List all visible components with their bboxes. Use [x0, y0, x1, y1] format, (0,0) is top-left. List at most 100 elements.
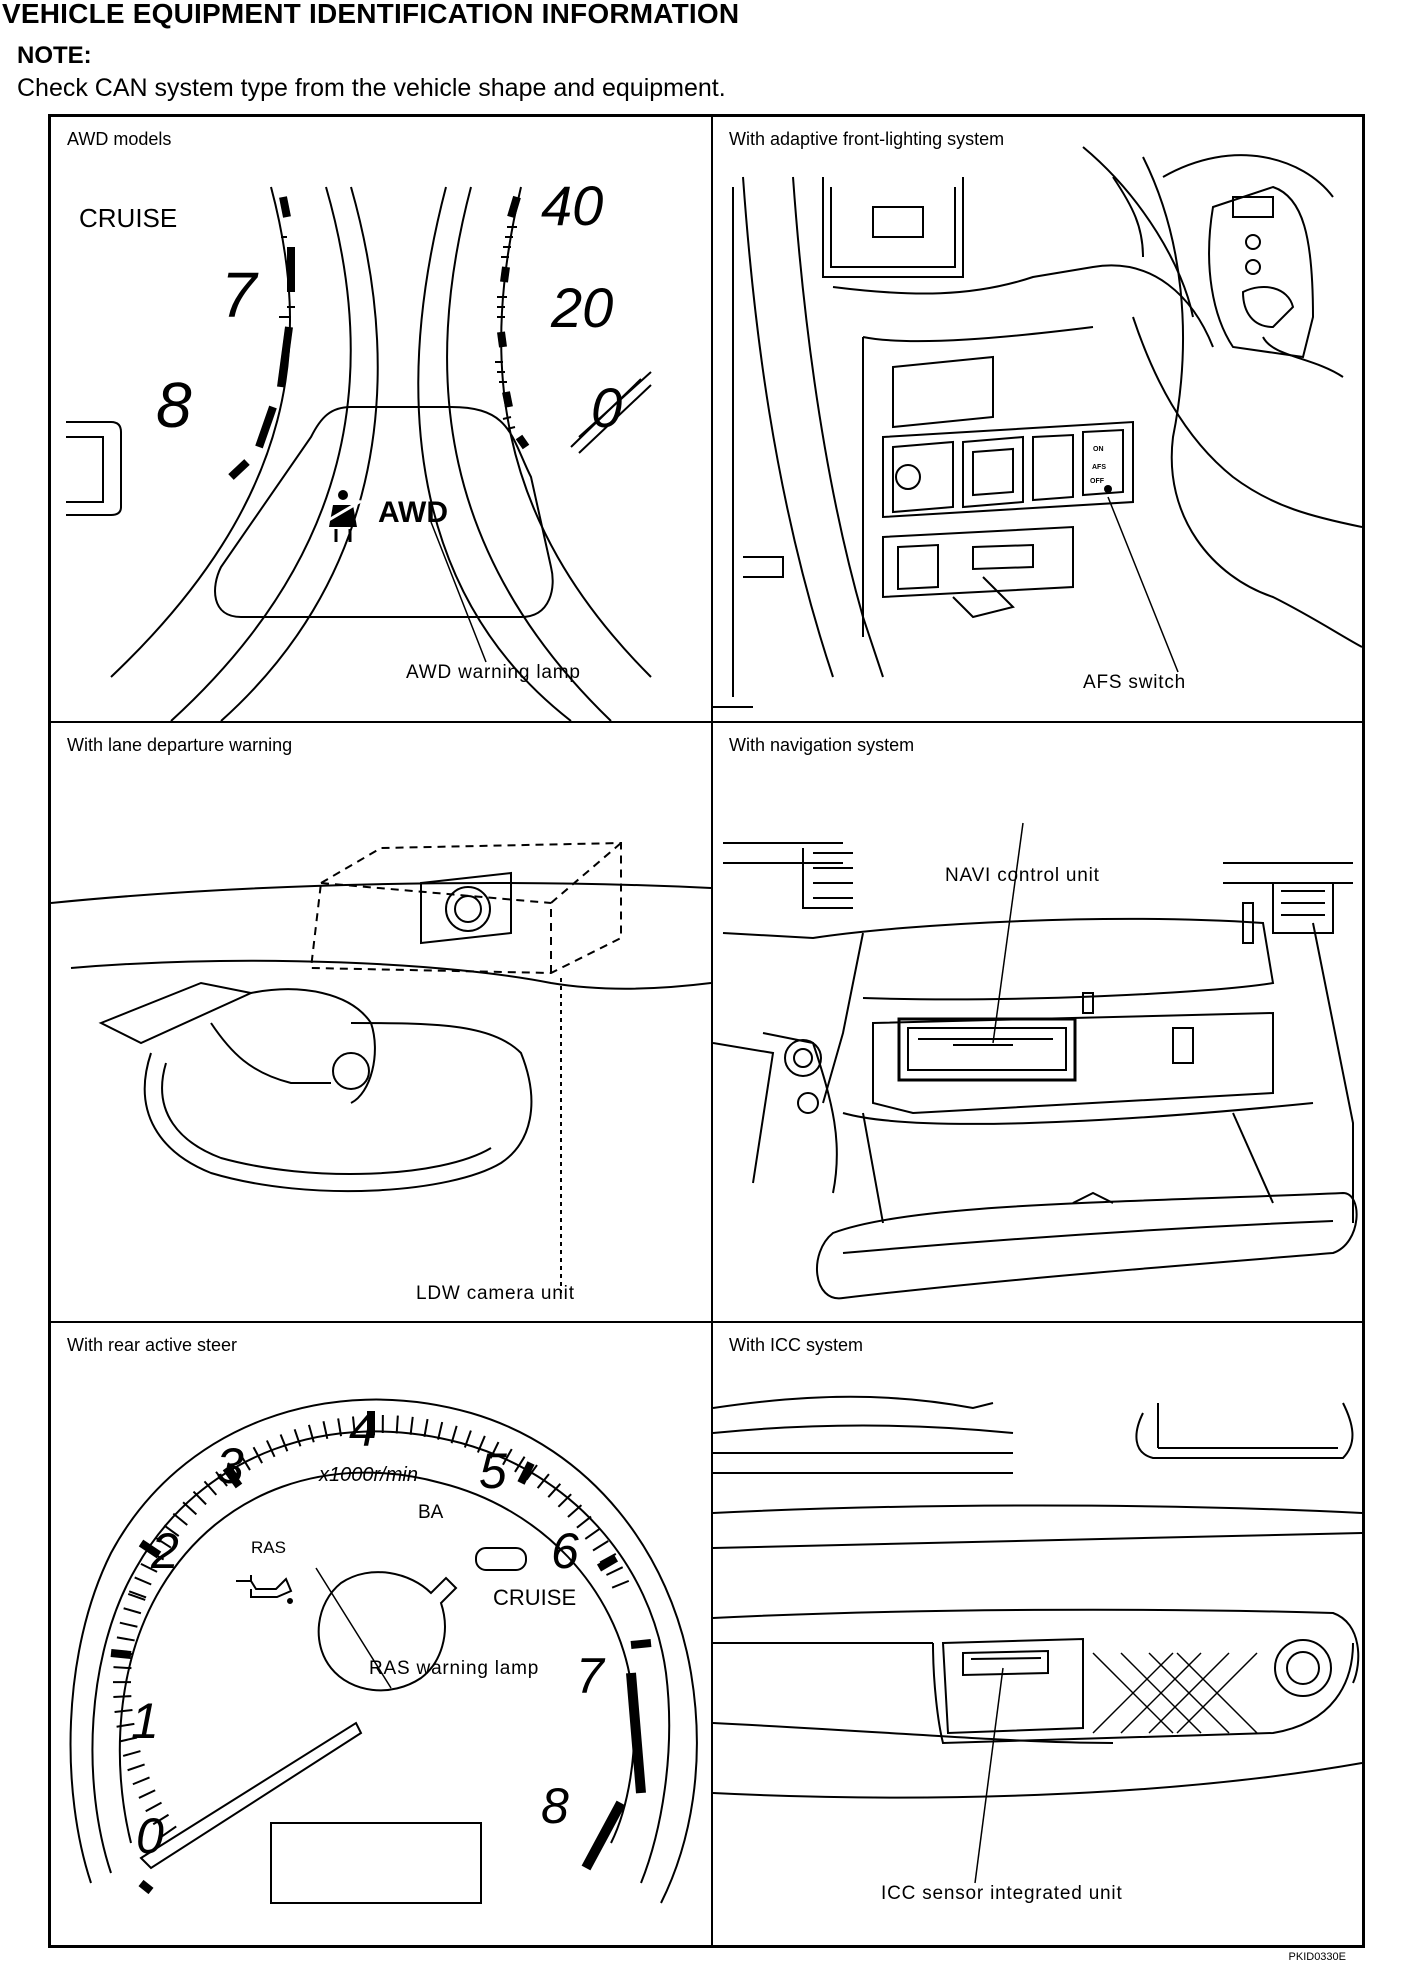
grille-mesh-line — [1092, 1652, 1174, 1734]
awd-warning-lamp-callout: AWD warning lamp — [406, 662, 581, 683]
navi-glovebox-illustration — [713, 822, 1358, 1300]
tach-tick — [172, 1512, 188, 1526]
tach-tick — [567, 1504, 583, 1518]
tach-tick — [265, 1440, 276, 1458]
tach-tick — [337, 1418, 343, 1437]
tach-label-7: 7 — [221, 259, 259, 331]
tach-tick — [592, 1540, 609, 1552]
figure-frame — [48, 114, 1365, 1948]
tach-tick — [476, 1435, 486, 1453]
ras-tachometer-illustration: 0 1 2 3 4 5 6 7 8 x1000r/min BA RAS CRUI… — [69, 1398, 698, 1904]
tach-tick — [132, 1776, 150, 1786]
panel-afs: ON AFS OFF With adaptive front-lighting … — [713, 117, 1362, 721]
navi-control-unit-callout: NAVI control unit — [945, 865, 1100, 886]
tach-tick — [536, 1473, 550, 1489]
tach-tick — [502, 1448, 513, 1466]
tach-tick — [576, 1515, 592, 1529]
oil-can-icon — [236, 1575, 293, 1604]
tach-tick — [395, 1415, 399, 1434]
panel-divider-horizontal-2 — [51, 1321, 1362, 1323]
tach-tick — [192, 1490, 207, 1506]
grille-mesh-line — [1148, 1652, 1230, 1734]
tach-tick — [114, 1709, 133, 1713]
tach-tick — [611, 1579, 630, 1589]
note-label: NOTE: — [17, 42, 92, 69]
ba-label: BA — [418, 1502, 444, 1523]
tach-tick — [351, 1416, 356, 1435]
tach-tick — [123, 1607, 142, 1615]
tach-tick — [147, 1549, 165, 1561]
tach-tick — [584, 1527, 601, 1540]
afs-dashboard-illustration: ON AFS OFF — [713, 146, 1362, 708]
tach-tick — [279, 1434, 289, 1452]
grille-mesh-line — [1176, 1652, 1258, 1734]
note-text: Check CAN system type from the vehicle s… — [17, 74, 726, 102]
panel-divider-horizontal-1 — [51, 721, 1362, 723]
tach-tick — [114, 1651, 133, 1656]
tach-tick — [557, 1493, 572, 1508]
tach-tick — [489, 1441, 500, 1459]
tach-label-5: 5 — [479, 1443, 507, 1499]
tach-tick — [525, 1464, 538, 1481]
tach-tick — [409, 1416, 414, 1435]
awd-lamp-text: AWD — [378, 496, 448, 529]
tach-tick — [127, 1593, 146, 1601]
figure-code: PKID0330E — [1288, 1951, 1346, 1963]
tach-tick — [127, 1763, 145, 1772]
ldw-mirror-illustration — [51, 841, 711, 1293]
tach-tick — [160, 1825, 177, 1838]
panel-title: With ICC system — [729, 1335, 864, 1355]
tach-tick — [138, 1789, 156, 1799]
tach-label-8: 8 — [156, 369, 192, 441]
icc-sensor-unit-callout: ICC sensor integrated unit — [881, 1883, 1123, 1904]
speed-label-20: 20 — [550, 276, 613, 339]
tach-tick — [293, 1428, 302, 1447]
tach-label-7: 7 — [576, 1648, 606, 1704]
grille-mesh-line — [1120, 1652, 1202, 1734]
tach-tick — [239, 1454, 251, 1471]
afs-switch-callout: AFS switch — [1083, 672, 1187, 693]
awd-cluster-illustration: CRUISE 7 8 40 20 0 AWD — [66, 174, 652, 721]
tach-tick — [152, 1813, 170, 1826]
seatbelt-icon — [326, 490, 362, 542]
ras-warning-lamp-callout: RAS warning lamp — [369, 1658, 540, 1679]
tach-label-3: 3 — [216, 1438, 244, 1494]
tach-tick — [155, 1536, 172, 1549]
panel-ldw: With lane departure warning LDW camera u… — [51, 723, 711, 1321]
afs-switch-off-label: OFF — [1090, 478, 1105, 485]
tach-tick — [145, 1801, 162, 1813]
tach-tick — [116, 1636, 135, 1642]
afs-switch-on-label: ON — [1093, 446, 1104, 453]
panel-ras: 0 1 2 3 4 5 6 7 8 x1000r/min BA RAS CRUI… — [51, 1323, 711, 1945]
tach-tick — [113, 1695, 132, 1699]
page-title: VEHICLE EQUIPMENT IDENTIFICATION INFORMA… — [2, 0, 740, 29]
cruise-label: CRUISE — [493, 1585, 576, 1610]
tach-tick — [227, 1462, 240, 1479]
tach-tick — [134, 1576, 152, 1586]
tach-label-2: 2 — [150, 1523, 179, 1579]
tach-tick — [128, 1590, 147, 1599]
tach-tick — [113, 1666, 132, 1670]
panel-icc: With ICC system ICC sensor integrated un… — [713, 1323, 1362, 1945]
tach-tick — [203, 1480, 218, 1496]
tach-tick — [437, 1421, 444, 1440]
panel-divider-vertical — [711, 117, 713, 1945]
ldw-camera-unit-callout: LDW camera unit — [416, 1283, 575, 1304]
tach-tick — [463, 1430, 472, 1448]
tach-tick — [450, 1425, 458, 1444]
tach-tick — [423, 1418, 429, 1437]
tach-tick — [140, 1562, 158, 1573]
tach-tick — [163, 1524, 180, 1537]
tach-unit-label: x1000r/min — [318, 1464, 418, 1486]
tach-tick — [322, 1421, 329, 1440]
tach-tick — [514, 1456, 526, 1473]
tach-tick — [215, 1471, 228, 1487]
tach-tick — [599, 1553, 617, 1564]
tach-tick — [307, 1424, 315, 1443]
panel-title: With navigation system — [729, 735, 915, 755]
tach-tick — [122, 1750, 141, 1757]
tach-label-0: 0 — [136, 1808, 164, 1864]
tach-label-8: 8 — [541, 1778, 569, 1834]
cruise-label: CRUISE — [79, 203, 177, 233]
icc-bumper-illustration — [713, 1395, 1362, 1884]
